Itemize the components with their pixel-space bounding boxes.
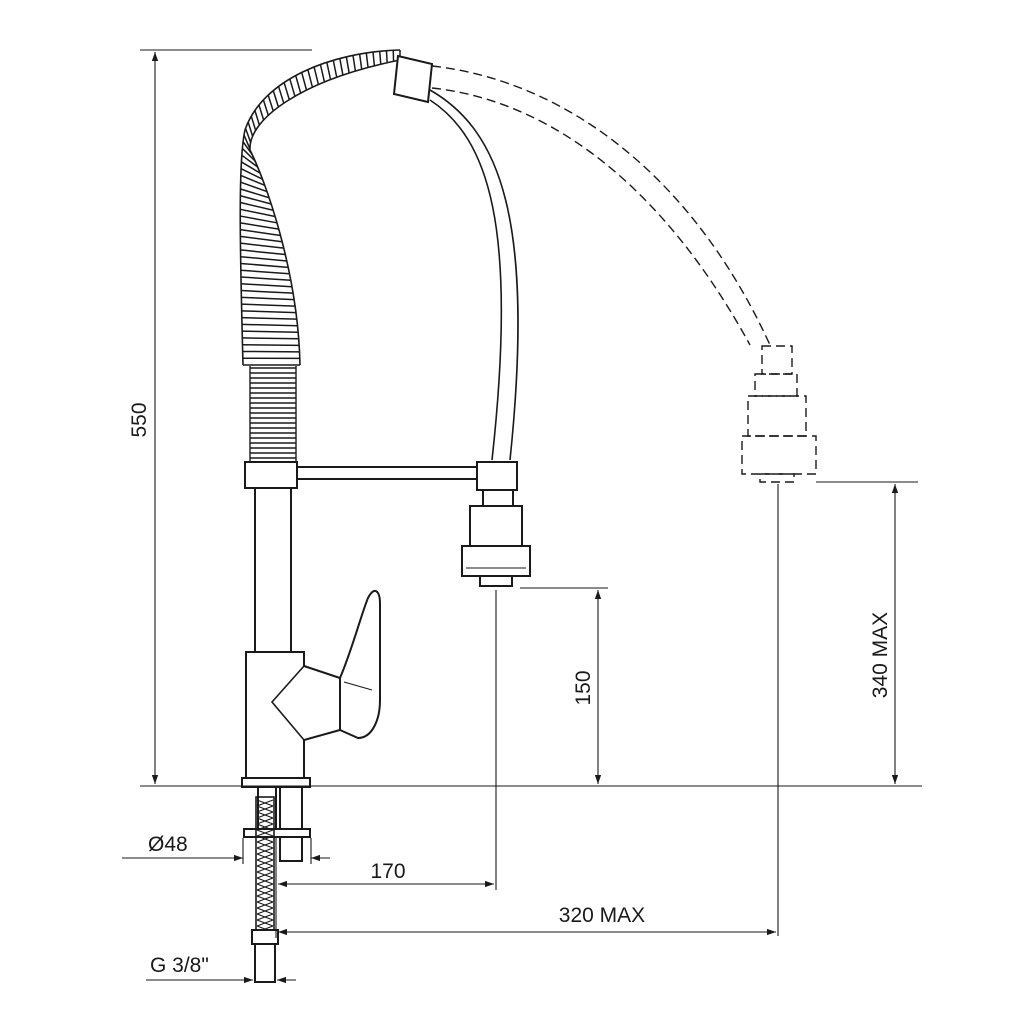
dim-label-spout-height: 150 [572,670,595,705]
dim-label-thread: G 3/8" [150,954,209,977]
hose-nut [251,929,279,945]
spring-lower-section [249,366,297,462]
supply-hose [255,796,275,933]
spring-coil [239,49,401,366]
mounting-shank [243,786,311,862]
dim-label-base-diameter: Ø48 [148,833,188,856]
lever-handle [339,589,381,740]
spring-end-cap [392,54,434,104]
spray-head-extended [741,345,817,483]
vertical-pipe [254,487,292,654]
hose-fitting [254,943,276,983]
link-bar [296,466,480,480]
dim-label-spout-reach: 170 [370,860,405,883]
mixer-body [245,651,341,779]
hose-guide-arch [429,89,519,461]
dim-label-max-reach: 320 MAX [559,904,645,927]
dim-label-total-height: 550 [128,402,151,437]
upper-collar [244,461,298,489]
dimensions: 550 150 340 MAX Ø48 170 320 MAX G 3/8" [122,49,922,984]
spray-head-docked [461,489,531,587]
faucet [239,49,817,983]
dim-label-max-height: 340 MAX [869,612,892,698]
extended-hose-dashed [431,65,771,346]
spray-holder [476,461,518,491]
